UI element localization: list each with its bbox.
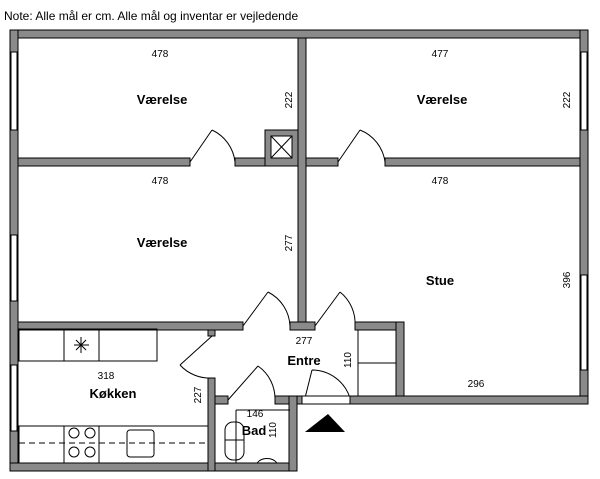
svg-text:Entre: Entre xyxy=(287,353,320,368)
walls xyxy=(9,29,589,472)
svg-text:Stue: Stue xyxy=(426,273,454,288)
svg-text:Værelse: Værelse xyxy=(417,92,468,107)
svg-text:222: 222 xyxy=(562,91,573,108)
svg-text:227: 227 xyxy=(193,386,204,403)
svg-text:477: 477 xyxy=(432,49,449,60)
svg-text:110: 110 xyxy=(268,422,279,438)
svg-text:Værelse: Værelse xyxy=(137,92,188,107)
svg-text:296: 296 xyxy=(468,379,485,390)
svg-text:478: 478 xyxy=(152,49,169,60)
svg-text:396: 396 xyxy=(562,271,573,288)
svg-text:318: 318 xyxy=(98,371,115,382)
svg-text:Værelse: Værelse xyxy=(137,235,188,250)
svg-text:Bad: Bad xyxy=(242,423,267,438)
svg-text:478: 478 xyxy=(432,176,449,187)
svg-text:Køkken: Køkken xyxy=(90,386,137,401)
shaft xyxy=(264,129,299,167)
svg-text:277: 277 xyxy=(296,336,313,347)
doors xyxy=(179,129,386,432)
svg-text:146: 146 xyxy=(247,409,264,420)
svg-text:222: 222 xyxy=(284,91,295,108)
fixtures xyxy=(18,328,396,464)
entrance-arrow xyxy=(305,414,345,432)
svg-text:110: 110 xyxy=(343,352,354,368)
windows xyxy=(10,51,588,432)
svg-text:277: 277 xyxy=(284,234,295,251)
room-labels: 478 Værelse 222 477 Værelse 222 478 Være… xyxy=(90,49,573,438)
svg-text:478: 478 xyxy=(152,176,169,187)
disclaimer-note: Note: Alle mål er cm. Alle mål og invent… xyxy=(4,9,299,23)
